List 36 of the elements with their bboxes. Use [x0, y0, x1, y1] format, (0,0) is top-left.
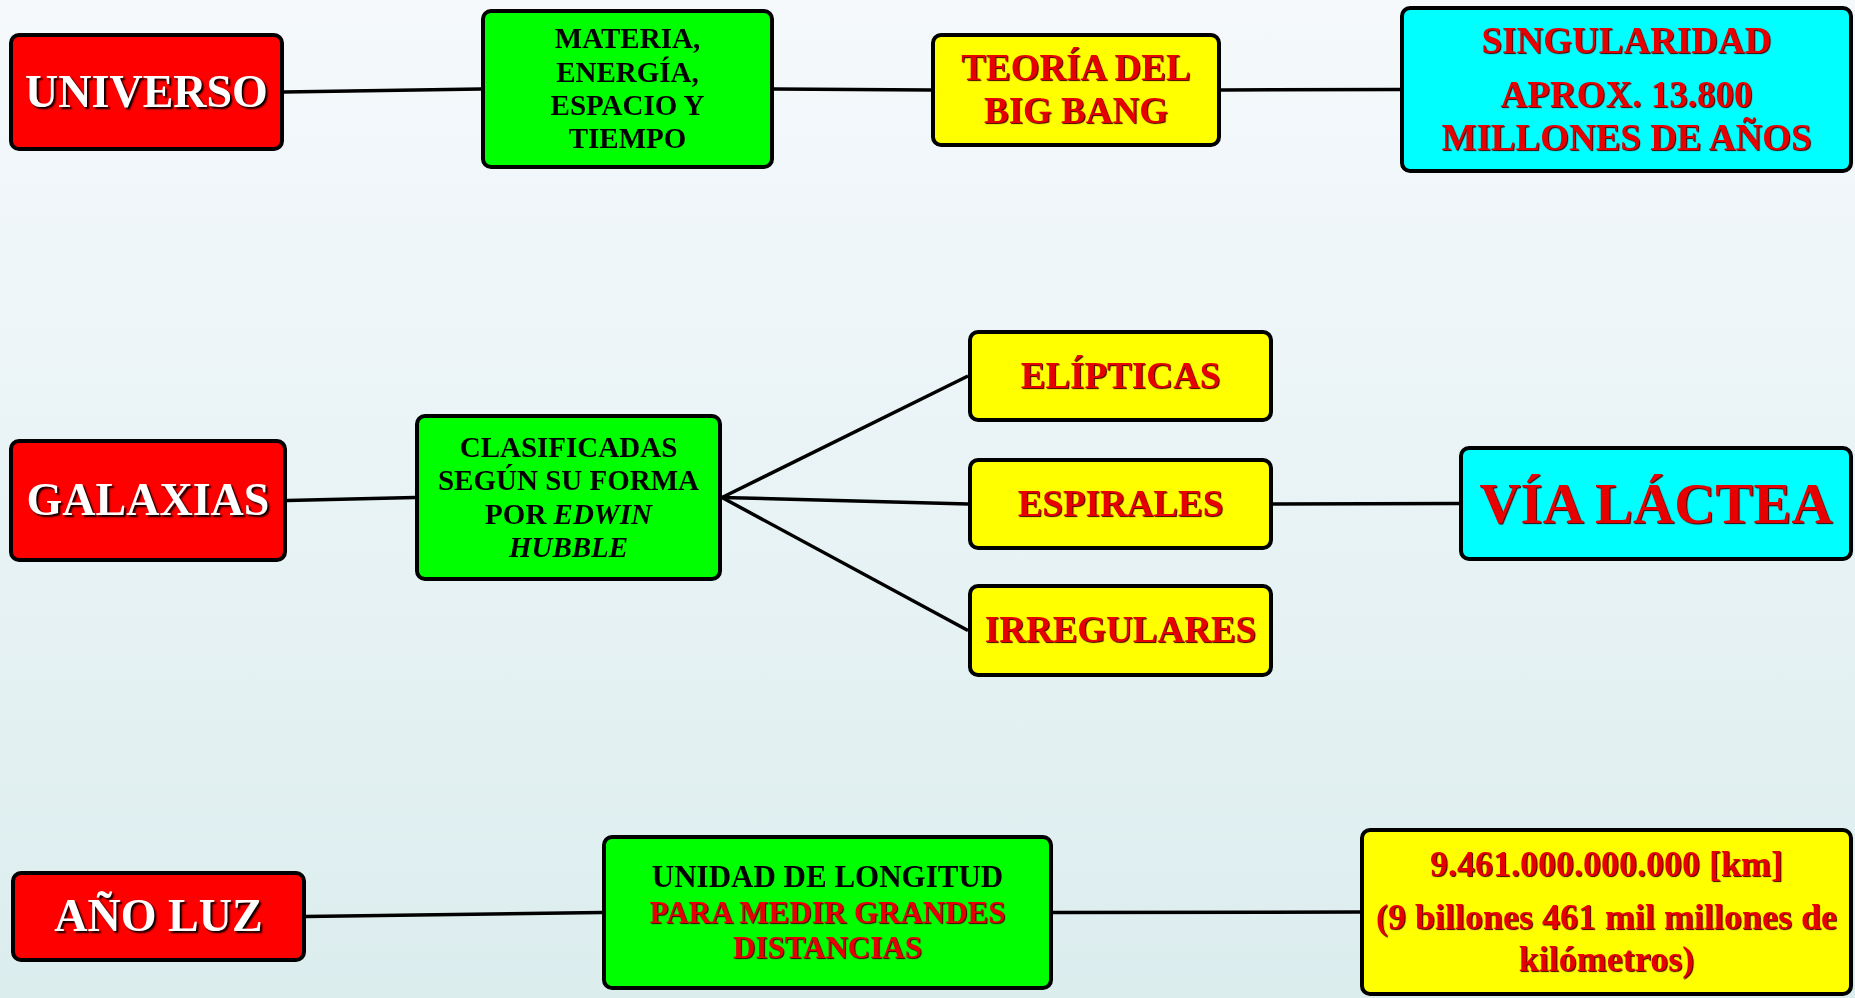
concept-box	[1400, 6, 1853, 173]
connector-line	[1273, 501, 1459, 506]
connector-line	[774, 87, 931, 92]
concept-box	[1459, 446, 1853, 561]
node-text: UNIVERSO	[25, 65, 268, 119]
node-text: UNIDAD DE LONGITUD	[651, 859, 1004, 895]
concept-box	[968, 584, 1273, 677]
connector-line	[283, 87, 482, 94]
concept-box	[968, 458, 1273, 550]
concept-box	[481, 9, 774, 169]
concept-box	[11, 871, 306, 962]
node-text: ELÍPTICAS	[1020, 354, 1221, 398]
node-text: MATERIA, ENERGÍA, ESPACIO Y TIEMPO	[549, 22, 706, 156]
connector-line	[1053, 910, 1360, 915]
connector-line	[1221, 87, 1400, 92]
node-text: ESPIRALES	[1017, 482, 1224, 526]
connector-line	[305, 910, 603, 919]
node-text: 9.461.000.000.000 [km]	[1430, 843, 1783, 886]
node-text: AÑO LUZ	[54, 890, 263, 943]
node-text: CLASIFICADAS SEGÚN SU FORMA POR EDWIN HUBBLE	[437, 430, 700, 565]
concept-box	[9, 33, 284, 151]
concept-box	[931, 33, 1221, 147]
connector-line	[286, 495, 416, 503]
node-text: GALAXIAS	[26, 474, 270, 527]
concept-box	[1360, 828, 1853, 996]
concept-box	[968, 330, 1273, 422]
node-text: PARA MEDIR GRANDES DISTANCIAS	[648, 894, 1007, 966]
node-text: TEORÍA DEL BIG BANG	[960, 47, 1192, 133]
node-text: IRREGULARES	[984, 609, 1257, 652]
node-text: VÍA LÁCTEA	[1479, 470, 1833, 537]
concept-box	[9, 439, 287, 562]
concept-box	[602, 835, 1053, 990]
node-text: (9 billones 461 mil millones de kilómetros)	[1375, 897, 1838, 981]
concept-box	[415, 414, 722, 581]
node-text: APROX. 13.800 MILLONES DE AÑOS	[1440, 74, 1813, 160]
node-text: SINGULARIDAD	[1481, 19, 1772, 63]
